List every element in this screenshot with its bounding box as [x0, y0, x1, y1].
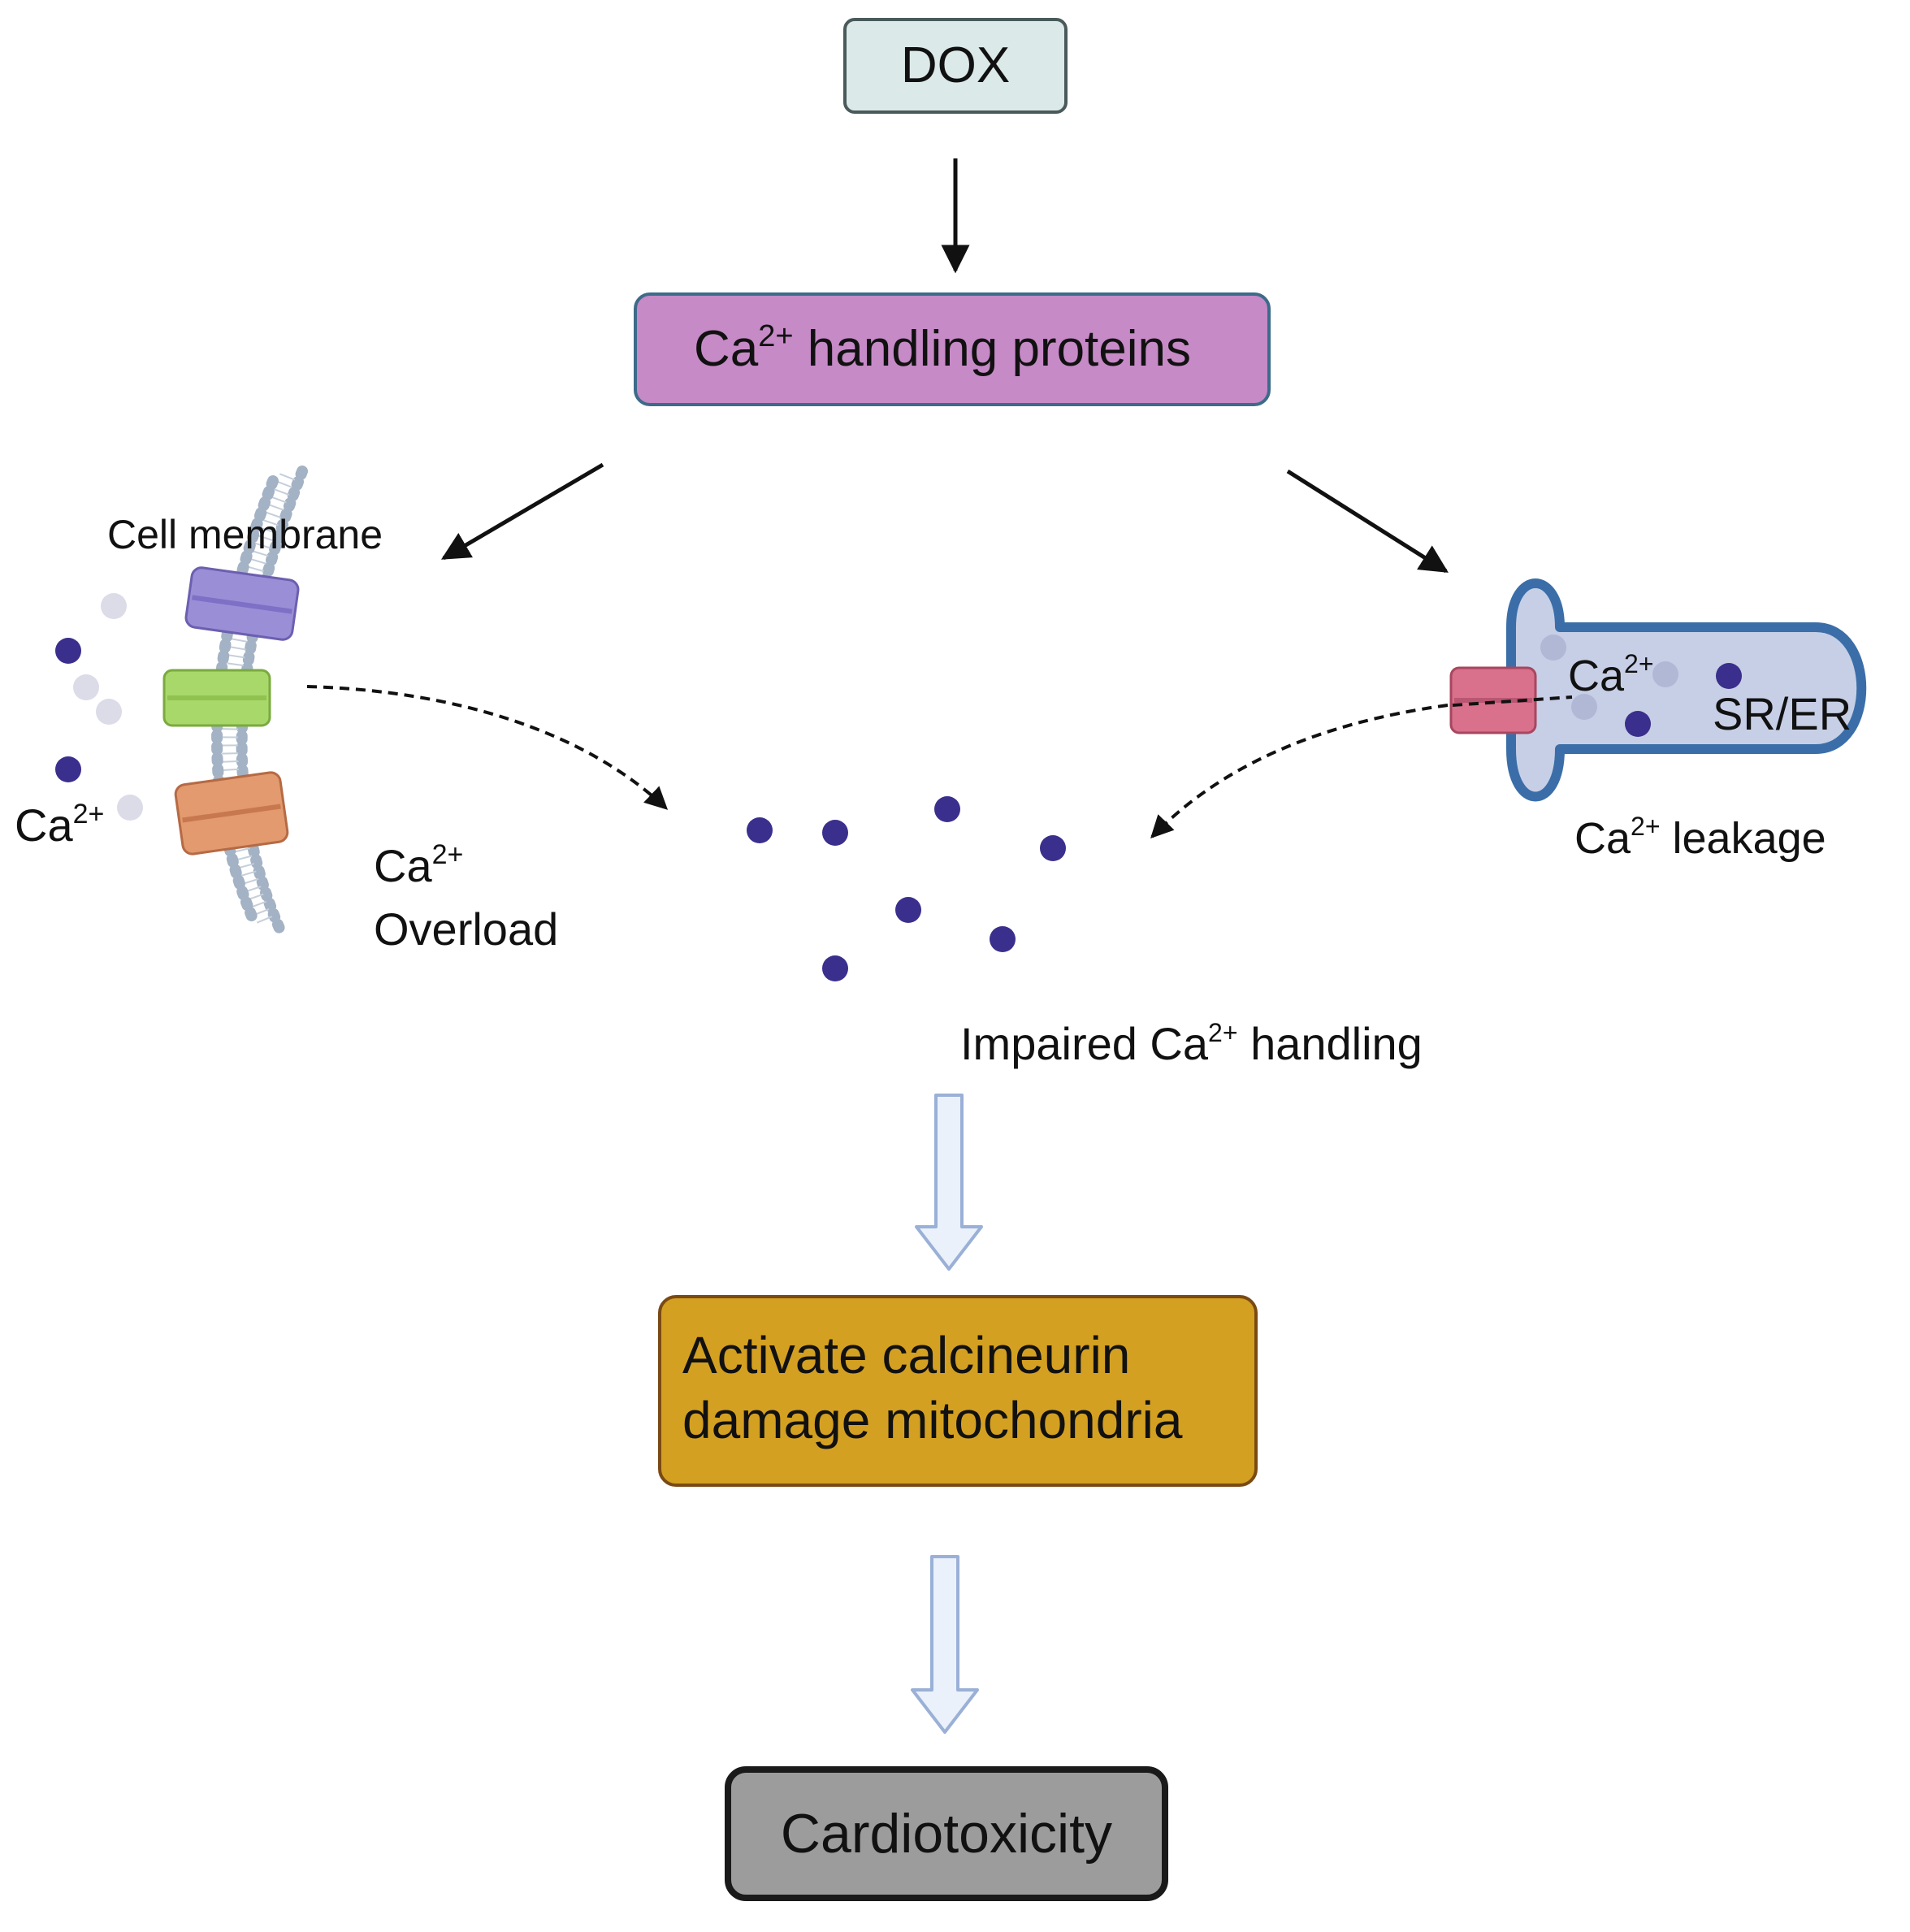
- activate-calcineurin-rect: [658, 1295, 1258, 1487]
- handling-text: handling: [1238, 1018, 1423, 1069]
- dox-box-rect: [843, 18, 1068, 114]
- cardiotoxicity-rect: [725, 1766, 1168, 1901]
- sr-ca-label: Ca2+: [1568, 649, 1654, 700]
- activate-line2: damage mitochondria: [682, 1391, 1183, 1449]
- cell-membrane-icon: [162, 466, 308, 936]
- dox-label: DOX: [901, 37, 1010, 93]
- ca-handling-proteins-box: Ca2+ handling proteins: [634, 292, 1271, 406]
- ca-handling-proteins-label: Ca2+ handling proteins: [694, 319, 1191, 377]
- calcium-ion-faded-icon: [101, 593, 127, 619]
- activate-calcineurin-box: Activate calcineurin damage mitochondria: [658, 1295, 1258, 1487]
- ca-symbol: Ca: [1574, 814, 1631, 863]
- ca-handling-proteins-rect: [634, 292, 1271, 406]
- calcium-ion-icon: [895, 897, 921, 923]
- impaired-ca-handling-label: Impaired Ca2+ handling: [960, 1018, 1423, 1069]
- impaired-ca-text: Impaired Ca: [960, 1018, 1209, 1069]
- sr-er-body: [1506, 578, 1867, 802]
- calcium-ion-icon: [1040, 835, 1066, 861]
- dashed-arrow-membrane-to-cytosol: [306, 685, 669, 810]
- sr-er-label: SR/ER: [1713, 688, 1852, 739]
- calcium-ion-faded-icon: [73, 674, 99, 700]
- cardiotoxicity-label: Cardiotoxicity: [781, 1803, 1112, 1865]
- calcium-ion-icon: [822, 955, 848, 981]
- calcium-ion-icon: [55, 756, 81, 782]
- calcium-ion-icon: [55, 638, 81, 664]
- calcium-ion-icon: [990, 926, 1016, 952]
- activate-line1: Activate calcineurin: [682, 1326, 1130, 1384]
- dashed-arrow-sr-to-cytosol: [1150, 704, 1449, 839]
- proteins-text: handling proteins: [794, 321, 1191, 377]
- calcium-ion-faded-icon: [1540, 635, 1566, 661]
- ca-symbol: Ca: [694, 321, 759, 377]
- calcium-ion-icon: [747, 817, 773, 843]
- ca-symbol: Ca: [374, 840, 432, 891]
- calcium-ion-icon: [822, 820, 848, 846]
- ca-charge: 2+: [1624, 649, 1653, 678]
- ca-charge: 2+: [758, 319, 793, 353]
- ca-charge: 2+: [1208, 1018, 1237, 1047]
- ca-symbol: Ca: [15, 799, 73, 851]
- calcium-ion-faded-icon: [117, 795, 143, 821]
- extracellular-ions: [55, 593, 143, 821]
- ca-overload-label: Ca2+ Overload: [374, 822, 558, 955]
- calcium-ion-icon: [1625, 711, 1651, 737]
- ca-left-label: Ca2+: [15, 799, 104, 851]
- calcium-ion-faded-icon: [96, 699, 122, 725]
- calcium-ion-faded-icon: [1571, 694, 1597, 720]
- membrane-tails: [222, 473, 296, 929]
- leakage-text: leakage: [1661, 814, 1826, 863]
- sr-leak-dashed-line: [1452, 695, 1573, 707]
- calcium-ion-faded-icon: [1652, 661, 1678, 687]
- arrow-proteins-to-sr: [1286, 469, 1449, 574]
- cytosolic-ions: [747, 796, 1066, 981]
- ca-charge: 2+: [73, 799, 105, 830]
- overload-text: Overload: [374, 903, 558, 955]
- ca-leakage-label: Ca2+ leakage: [1574, 812, 1826, 863]
- ca-charge: 2+: [432, 839, 464, 870]
- channel-orange-stripe: [182, 804, 281, 823]
- calcium-ion-icon: [1716, 663, 1742, 689]
- sarcoplasmic-reticulum-icon: [1449, 578, 1867, 802]
- channel-purple-stripe: [192, 595, 292, 614]
- dox-box: DOX: [843, 18, 1068, 114]
- ca-symbol: Ca: [1568, 652, 1625, 700]
- calcium-ion-icon: [934, 796, 960, 822]
- hollow-arrow-impaired-to-activate: [915, 1094, 983, 1271]
- cell-membrane-label: Cell membrane: [107, 512, 383, 557]
- cardiotoxicity-box: Cardiotoxicity: [725, 1766, 1168, 1901]
- ca-charge: 2+: [1631, 812, 1660, 841]
- hollow-arrow-activate-to-cardiotoxicity: [911, 1555, 979, 1734]
- arrow-proteins-to-membrane: [440, 462, 604, 561]
